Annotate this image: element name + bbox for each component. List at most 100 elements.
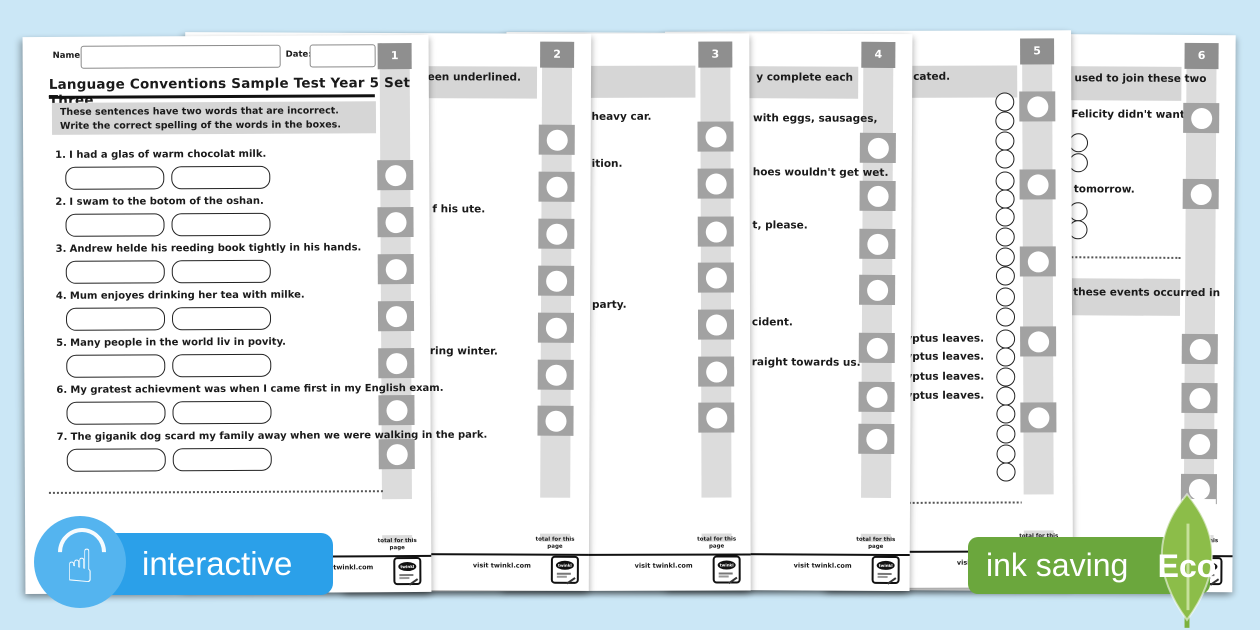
date-input[interactable] [309, 44, 376, 68]
mark-circle[interactable] [1181, 428, 1218, 460]
mark-circle[interactable] [1019, 91, 1056, 122]
answer-option-circle[interactable] [995, 111, 1015, 131]
mark-circle[interactable] [858, 423, 895, 454]
answer-box[interactable] [172, 353, 272, 378]
instruction-line: These sentences have two words that are … [59, 105, 339, 118]
mark-circle[interactable] [378, 439, 415, 470]
mark-circle[interactable] [858, 332, 895, 363]
mark-circle[interactable] [537, 405, 574, 436]
mark-circle[interactable] [1181, 333, 1218, 365]
answer-option-circle[interactable] [995, 266, 1015, 286]
answer-option-circle[interactable] [995, 92, 1015, 112]
answer-option-circle[interactable] [995, 247, 1015, 267]
mark-circle[interactable] [1019, 246, 1056, 277]
page-number-tab: 5 [1020, 38, 1055, 65]
worksheet-page-1: 1 Name: Date: Language Conventions Sampl… [22, 34, 487, 595]
mark-circle[interactable] [858, 381, 895, 412]
total-box[interactable] [538, 497, 573, 534]
answer-box[interactable] [171, 212, 271, 237]
answer-box[interactable] [172, 447, 272, 472]
visit-link[interactable]: visit twinkl.com [472, 561, 531, 570]
mark-circle[interactable] [859, 180, 896, 211]
answer-option-circle[interactable] [995, 131, 1015, 151]
visit-link[interactable]: visit twinkl.com [634, 561, 693, 570]
total-box[interactable] [379, 499, 415, 536]
mark-circle[interactable] [538, 171, 575, 202]
answer-box[interactable] [65, 166, 165, 190]
answer-option-circle[interactable] [995, 227, 1015, 247]
mark-circle[interactable] [698, 402, 735, 433]
mark-circle[interactable] [697, 121, 734, 152]
mark-circle[interactable] [378, 395, 415, 426]
answer-box[interactable] [65, 213, 165, 237]
mark-circle[interactable] [538, 265, 575, 296]
answer-option-circle[interactable] [996, 329, 1016, 349]
eco-label: Eco [1157, 548, 1217, 584]
answer-box[interactable] [65, 307, 166, 331]
mark-circle[interactable] [377, 254, 414, 285]
mark-circle[interactable] [1020, 402, 1057, 433]
answer-option-circle[interactable] [996, 386, 1016, 406]
mark-circle[interactable] [1183, 102, 1220, 134]
mark-circle[interactable] [1182, 178, 1219, 210]
name-input[interactable] [80, 44, 281, 69]
answer-option-circle[interactable] [995, 207, 1015, 227]
answer-box[interactable] [66, 401, 166, 425]
answer-option-circle[interactable] [1068, 153, 1088, 173]
mark-circle[interactable] [1181, 382, 1218, 414]
mark-circle[interactable] [1019, 169, 1056, 200]
mark-circle[interactable] [537, 359, 574, 390]
question-text: My gratest achievment was when I came fi… [70, 382, 444, 396]
mark-circle[interactable] [697, 168, 734, 199]
answer-box[interactable] [172, 400, 272, 425]
tap-hand-icon: ☝ [65, 539, 94, 593]
mark-circle[interactable] [378, 348, 415, 379]
answer-option-circle[interactable] [995, 307, 1016, 327]
mark-circle[interactable] [537, 312, 574, 343]
answer-box[interactable] [66, 354, 166, 378]
total-box[interactable] [699, 497, 734, 534]
text-fragment: raight towards us. [751, 356, 861, 369]
mark-circle[interactable] [859, 274, 896, 305]
mark-circle[interactable] [859, 228, 896, 259]
total-caption: total for this page [535, 536, 575, 550]
answer-box[interactable] [65, 260, 165, 284]
page-number-tab: 3 [698, 41, 733, 68]
answer-box[interactable] [171, 165, 271, 190]
mark-circle[interactable] [377, 301, 415, 332]
mark-circle[interactable] [859, 132, 896, 163]
mark-circle[interactable] [377, 207, 414, 238]
mark-circle[interactable] [697, 262, 734, 293]
answer-option-circle[interactable] [995, 149, 1015, 169]
mark-circle[interactable] [697, 309, 735, 340]
answer-option-circle[interactable] [995, 287, 1015, 307]
visit-link[interactable]: visit twinkl.com [793, 561, 852, 570]
mark-circle[interactable] [538, 218, 575, 249]
answer-option-circle[interactable] [996, 347, 1016, 367]
answer-box[interactable] [171, 306, 272, 331]
mark-circle[interactable] [697, 216, 734, 247]
answer-option-circle[interactable] [996, 444, 1016, 464]
mark-circle[interactable] [1020, 326, 1057, 357]
mark-circle[interactable] [698, 356, 735, 387]
answer-option-circle[interactable] [1068, 133, 1089, 153]
total-box[interactable] [1021, 494, 1056, 531]
answer-box[interactable] [66, 448, 166, 472]
instruction-fragment: y complete each [756, 71, 854, 84]
total-caption: total for this page [377, 538, 417, 552]
answer-option-circle[interactable] [995, 189, 1015, 209]
answer-option-circle[interactable] [996, 424, 1016, 444]
answer-option-circle[interactable] [996, 404, 1016, 424]
answer-option-circle[interactable] [996, 367, 1016, 387]
mark-circle[interactable] [377, 160, 414, 191]
answer-option-circle[interactable] [995, 171, 1015, 191]
question-text: I swam to the botom of the oshan. [69, 195, 264, 208]
total-box[interactable] [858, 497, 894, 534]
answer-option-circle[interactable] [996, 462, 1016, 482]
mark-circle[interactable] [538, 124, 575, 155]
answer-box[interactable] [171, 259, 271, 284]
question-text: Mum enjoyes drinking her tea with milke. [69, 289, 305, 302]
question-text: Andrew helde his reeding book tightly in… [69, 242, 362, 255]
text-fragment: tomorrow. [1073, 183, 1135, 196]
